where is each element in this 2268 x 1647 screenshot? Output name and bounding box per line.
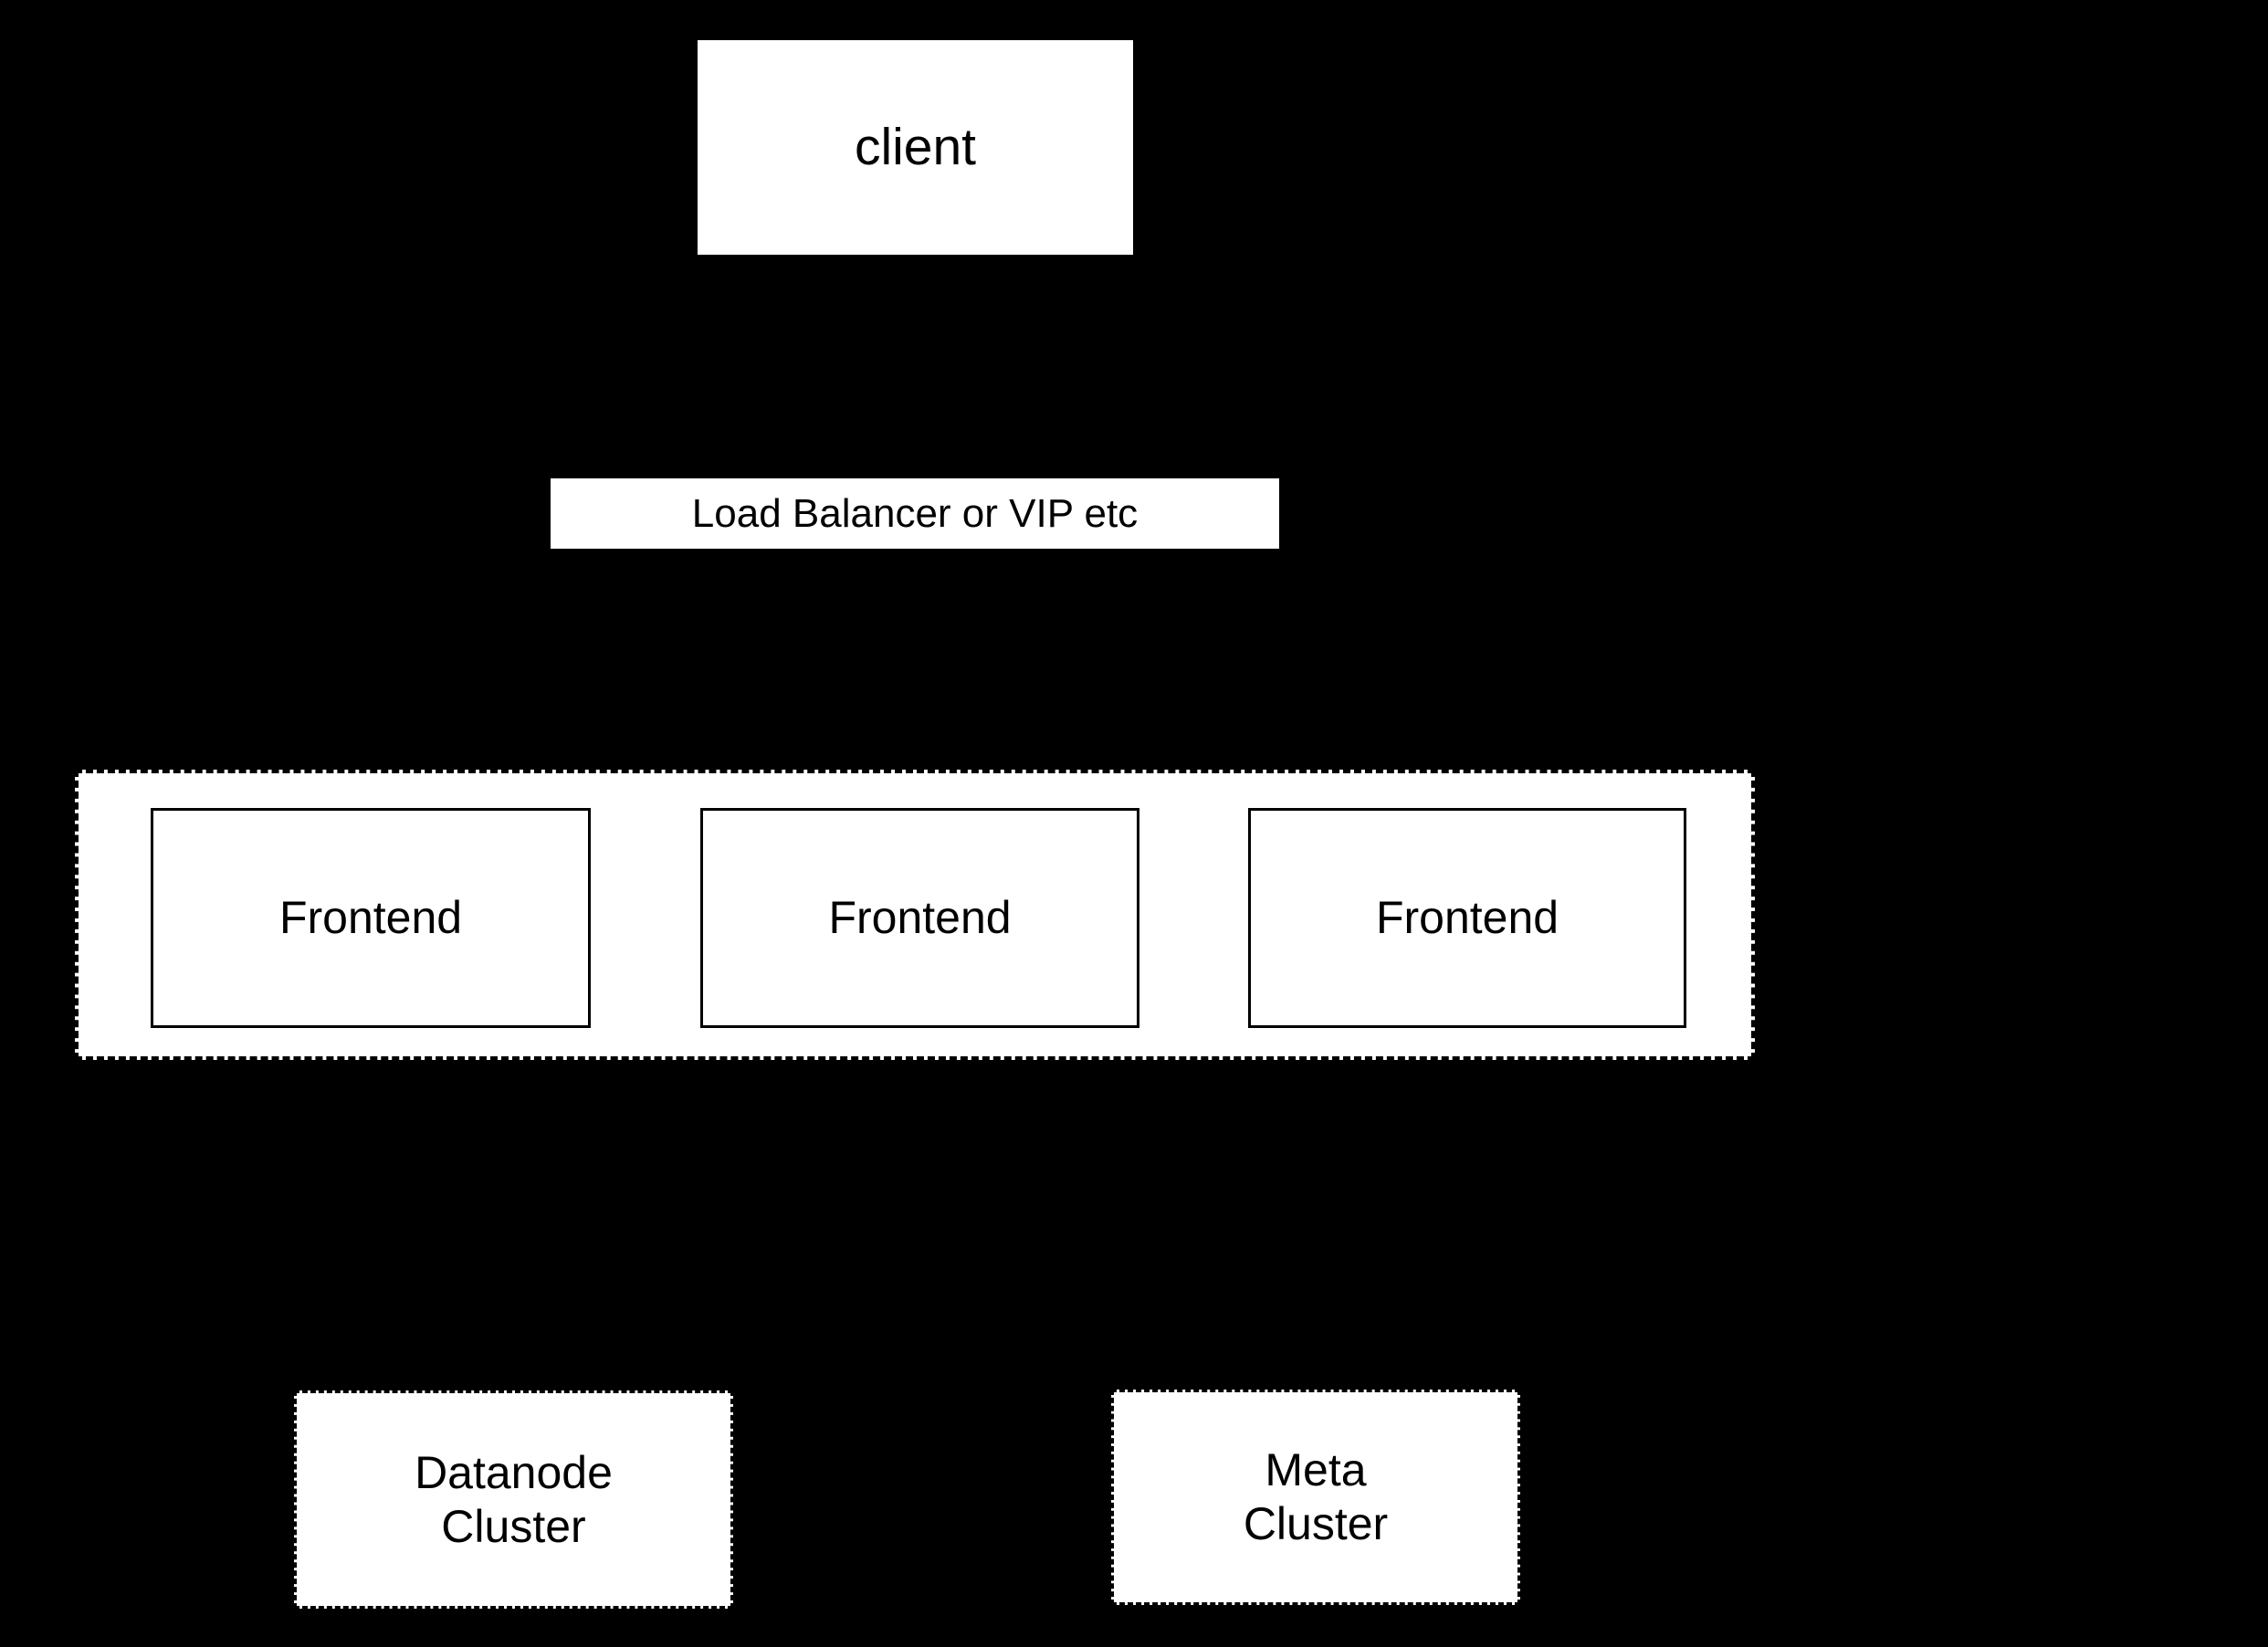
node-client[interactable]: client xyxy=(698,40,1133,255)
node-frontend-group[interactable]: Frontend Frontend Frontend xyxy=(75,770,1755,1060)
node-datanode-cluster[interactable]: Datanode Cluster xyxy=(294,1390,733,1609)
node-frontend-1[interactable]: Frontend xyxy=(151,808,591,1028)
node-load-balancer[interactable]: Load Balancer or VIP etc xyxy=(551,478,1279,549)
node-frontend-2[interactable]: Frontend xyxy=(700,808,1139,1028)
node-meta-cluster[interactable]: Meta Cluster xyxy=(1111,1390,1520,1605)
node-frontend-3[interactable]: Frontend xyxy=(1248,808,1686,1028)
